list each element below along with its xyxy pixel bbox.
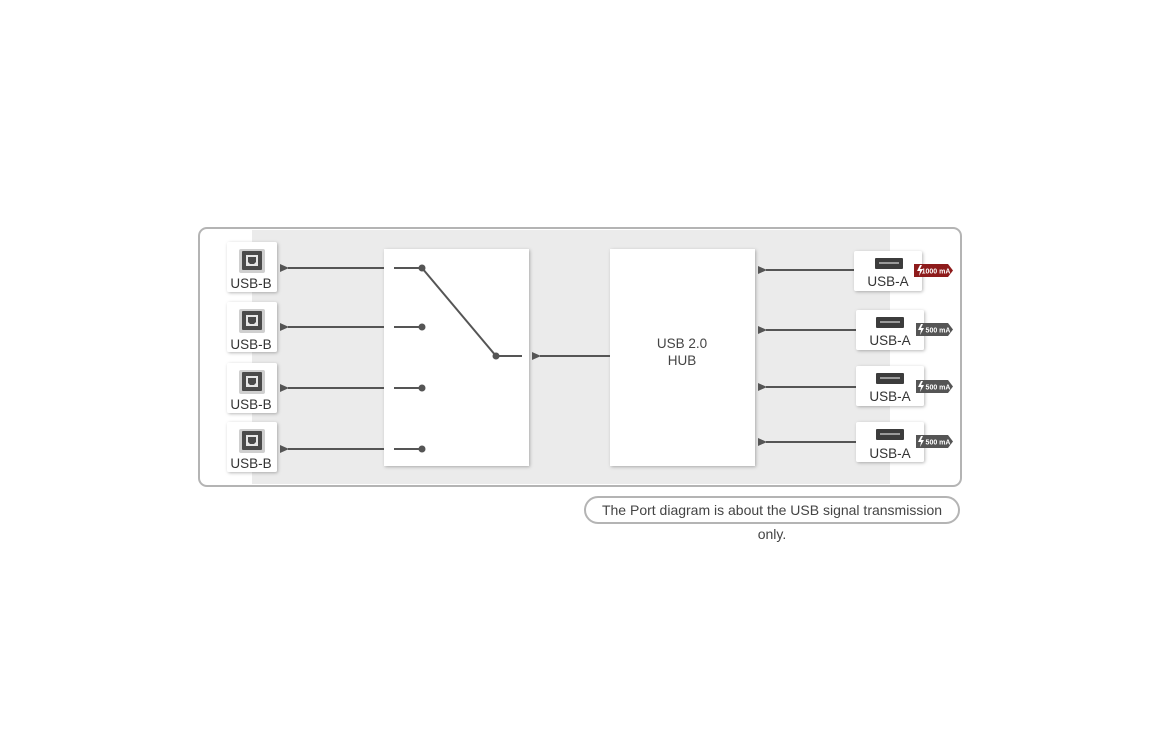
hub-label-line1: USB 2.0 xyxy=(657,336,707,351)
usb-a-label: USB-A xyxy=(869,446,910,461)
usb-b-label: USB-B xyxy=(230,276,271,291)
usb-a-icon xyxy=(875,258,903,269)
usb-b-label: USB-B xyxy=(230,337,271,352)
switch-lever xyxy=(421,267,497,357)
power-badge-text: 500 mA xyxy=(926,328,951,335)
hub-label-line2: HUB xyxy=(668,353,697,368)
usb-a-icon xyxy=(876,429,904,440)
usb-b-port-1: USB-B xyxy=(227,242,277,292)
usb-b-icon xyxy=(239,249,265,273)
usb-b-icon xyxy=(239,309,265,333)
usb-a-port-1: USB-A 1000 mA xyxy=(854,251,953,291)
usb-a-port-4: USB-A 500 mA xyxy=(856,422,953,462)
usb-a-icon xyxy=(876,317,904,328)
usb-b-port-3: USB-B xyxy=(227,363,277,413)
switch-block xyxy=(384,249,529,466)
usb-a-port-3: USB-A 500 mA xyxy=(856,366,953,406)
usb-a-port-2: USB-A 500 mA xyxy=(856,310,953,350)
usb-a-label: USB-A xyxy=(867,274,908,289)
switch-contacts xyxy=(394,267,522,450)
power-badge-high: 1000 mA xyxy=(914,264,953,277)
power-badge-text: 500 mA xyxy=(926,385,951,392)
usb-b-icon xyxy=(239,370,265,394)
signal-lines xyxy=(280,264,856,453)
usb-a-label: USB-A xyxy=(869,389,910,404)
lightning-icon xyxy=(918,436,924,447)
usb-a-icon xyxy=(876,373,904,384)
usb-b-label: USB-B xyxy=(230,456,271,471)
footnote: The Port diagram is about the USB signal… xyxy=(584,496,960,542)
power-badge-text: 1000 mA xyxy=(922,269,951,276)
power-badge: 500 mA xyxy=(916,380,953,393)
lightning-icon xyxy=(918,381,924,392)
power-badge-text: 500 mA xyxy=(926,440,951,447)
usb-b-port-4: USB-B xyxy=(227,422,277,472)
usb-b-label: USB-B xyxy=(230,397,271,412)
usb-b-icon xyxy=(239,429,265,453)
lightning-icon xyxy=(917,265,923,276)
hub-block xyxy=(610,249,755,466)
usb-a-label: USB-A xyxy=(869,333,910,348)
switch-nodes xyxy=(418,264,500,453)
power-badge: 500 mA xyxy=(916,435,953,448)
power-badge: 500 mA xyxy=(916,323,953,336)
lightning-icon xyxy=(918,324,924,335)
usb-b-port-2: USB-B xyxy=(227,302,277,352)
